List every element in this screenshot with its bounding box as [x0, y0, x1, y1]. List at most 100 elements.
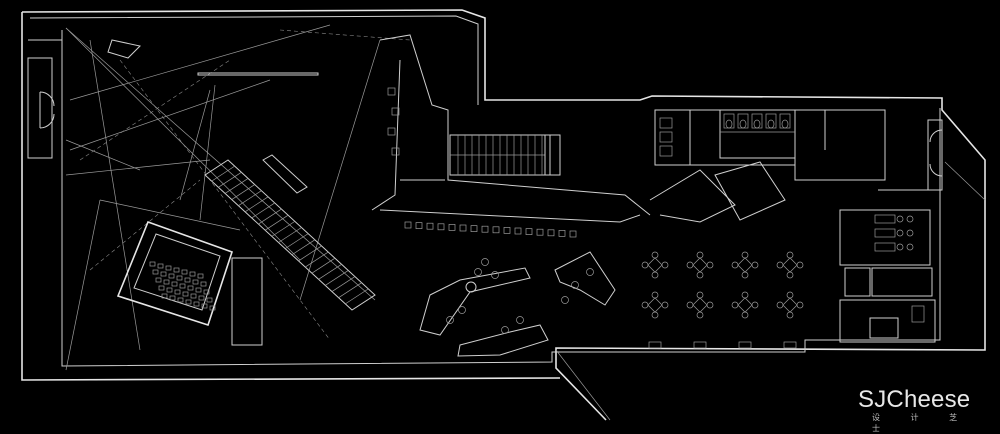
display-cube	[569, 230, 577, 238]
lower-wing	[555, 161, 986, 421]
office-chair	[896, 215, 904, 223]
theatre-seat	[160, 271, 167, 277]
theatre-seat	[163, 279, 170, 285]
stair-tread	[291, 239, 316, 256]
cafe-table	[693, 341, 707, 349]
cafe-chair	[641, 261, 649, 269]
display-cube	[387, 87, 396, 96]
theatre-seat	[198, 295, 205, 301]
theatre-seat	[200, 281, 207, 287]
display-cube	[558, 230, 566, 237]
office-chair	[906, 229, 914, 237]
cafe-chair	[661, 261, 669, 269]
theatre-seat	[165, 265, 172, 271]
cafe-chair	[741, 291, 749, 299]
cafe-chair	[786, 271, 794, 279]
exhibit-diagonals	[65, 24, 381, 371]
theatre-seat	[190, 293, 197, 299]
cafe-chair	[796, 301, 804, 309]
cafe-chair	[786, 311, 794, 319]
stall	[659, 117, 673, 129]
lounge-chair	[571, 281, 579, 289]
theatre-seat	[201, 303, 208, 309]
theatre-seat	[158, 285, 165, 291]
watermark-tagline: 设 计 芝 士	[872, 413, 972, 433]
office-fixtures	[874, 214, 925, 323]
cafe-chair	[731, 261, 739, 269]
theatre-seat	[149, 261, 156, 267]
theatre-seat	[209, 305, 216, 311]
cafe-chair	[731, 301, 739, 309]
display-cube	[391, 107, 400, 116]
washroom-fixtures	[659, 113, 795, 157]
cafe-chair	[696, 311, 704, 319]
cafe-table	[782, 297, 798, 313]
stair-tread	[331, 276, 356, 292]
central-staircase	[204, 159, 376, 311]
stair-tread	[271, 221, 296, 237]
lounge-chair	[501, 326, 509, 334]
cafe-chair	[741, 251, 749, 259]
display-cube	[503, 227, 511, 234]
theatre-seat	[171, 281, 178, 287]
cafe-chair	[706, 261, 714, 269]
theatre-seat	[169, 295, 176, 301]
cafe-chair	[696, 271, 704, 279]
office-chair	[906, 215, 914, 223]
toilet-stall	[779, 113, 791, 129]
theatre-seat	[189, 271, 196, 277]
stair-tread	[298, 245, 322, 262]
theatre-seat	[206, 297, 213, 303]
cafe-chair	[786, 291, 794, 299]
cafe-chair	[651, 271, 659, 279]
toilet-stall	[723, 113, 735, 129]
display-cube	[470, 225, 478, 232]
cafe-chair	[651, 311, 659, 319]
theatre-seat	[197, 273, 204, 279]
cafe-chair	[651, 251, 659, 259]
cafe-chair	[696, 251, 704, 259]
display-cube	[391, 147, 400, 156]
toilet-stall	[765, 113, 777, 129]
cafe-chair	[776, 301, 784, 309]
stair-tread	[258, 208, 282, 225]
theatre-seat	[166, 287, 173, 293]
theatre-seat	[176, 275, 183, 281]
stair-tread	[251, 202, 275, 219]
lounge-chair	[491, 271, 499, 279]
cafe-chair	[786, 251, 794, 259]
cafe-chair	[741, 311, 749, 319]
toilet-stall	[751, 113, 763, 129]
office-chair	[896, 229, 904, 237]
cafe-chair	[686, 261, 694, 269]
cafe-chair	[696, 291, 704, 299]
display-cube	[514, 227, 522, 235]
cafe-table	[738, 341, 752, 349]
cafe-table	[647, 297, 663, 313]
display-cube	[459, 224, 467, 232]
theatre-seat	[181, 269, 188, 275]
watermark-brand: SJCheese	[858, 386, 971, 413]
cafe-tables	[641, 251, 804, 349]
stair-tread	[345, 288, 369, 305]
display-corridor	[371, 34, 651, 223]
theatre-seat	[177, 297, 184, 303]
theatre-seat	[152, 269, 159, 275]
display-cube	[525, 228, 533, 235]
cafe-chair	[641, 301, 649, 309]
stair-tread	[264, 214, 289, 231]
lounge-chair	[481, 258, 489, 266]
cafe-chair	[796, 261, 804, 269]
display-cube	[426, 222, 434, 230]
theatre-seat	[179, 283, 186, 289]
cafe-table	[647, 257, 663, 273]
toilet	[725, 119, 733, 129]
display-cube	[387, 127, 396, 136]
right-doors	[878, 119, 943, 191]
stair-tread	[318, 264, 342, 280]
service-stair	[449, 134, 561, 176]
lounge-chair	[446, 316, 454, 324]
toilet	[753, 119, 761, 129]
cafe-table	[692, 257, 708, 273]
